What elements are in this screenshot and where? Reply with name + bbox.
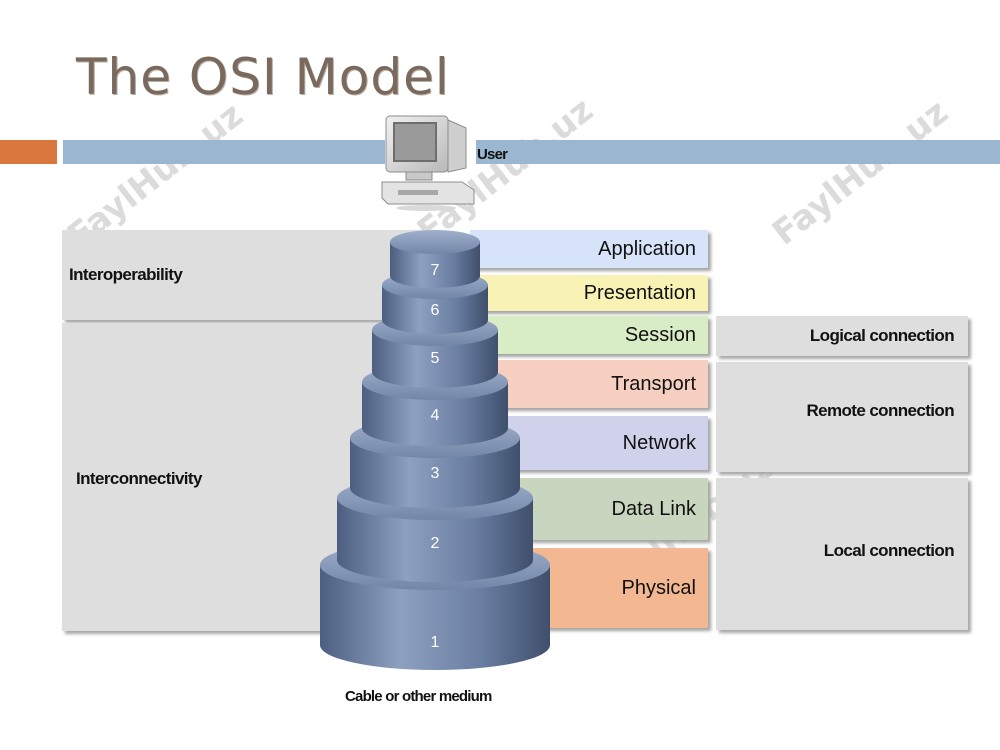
connection-label: Remote connection	[806, 401, 954, 420]
medium-label: Cable or other medium	[345, 688, 492, 705]
layer-number: 3	[431, 465, 440, 482]
connection-label: Logical connection	[809, 326, 955, 345]
layer-presentation: Presentation	[470, 275, 708, 311]
layer-label: Application	[598, 237, 696, 260]
header-band-left	[63, 140, 385, 164]
header-accent-bar	[0, 140, 57, 164]
logical-connection-box: Logical connection	[716, 316, 968, 356]
remote-connection-box: Remote connection	[716, 362, 968, 472]
layer-application: Application	[470, 230, 708, 268]
watermark: FaylHub.uz	[765, 92, 956, 254]
header-band-right	[476, 140, 1000, 164]
layer-session: Session	[470, 316, 708, 354]
cylinder-tier-7	[390, 230, 480, 288]
layer-label: Network	[622, 431, 696, 454]
layer-number: 2	[431, 535, 440, 552]
page-title: The OSI Model	[76, 48, 450, 106]
interoperability-group	[62, 230, 442, 320]
layer-number: 6	[431, 302, 440, 319]
interoperability-label: Interoperability	[69, 265, 183, 284]
layer-label: Data Link	[611, 497, 697, 520]
layer-label: Session	[624, 323, 696, 346]
computer-icon	[381, 115, 475, 211]
layer-number: 5	[431, 350, 440, 367]
layer-transport: Transport	[470, 360, 708, 408]
layer-label: Transport	[611, 372, 696, 395]
user-label: User	[477, 146, 508, 163]
layer-label: Physical	[621, 576, 696, 599]
interconnectivity-label: Interconnectivity	[76, 469, 202, 488]
osi-layer-tower: 7 6 5 4 3 2 1	[320, 230, 550, 670]
local-connection-box: Local connection	[716, 478, 968, 630]
layer-number: 1	[431, 634, 440, 651]
layer-label: Presentation	[583, 281, 696, 304]
layer-number: 4	[431, 407, 440, 424]
layer-number: 7	[431, 262, 440, 279]
connection-label: Local connection	[823, 541, 955, 560]
